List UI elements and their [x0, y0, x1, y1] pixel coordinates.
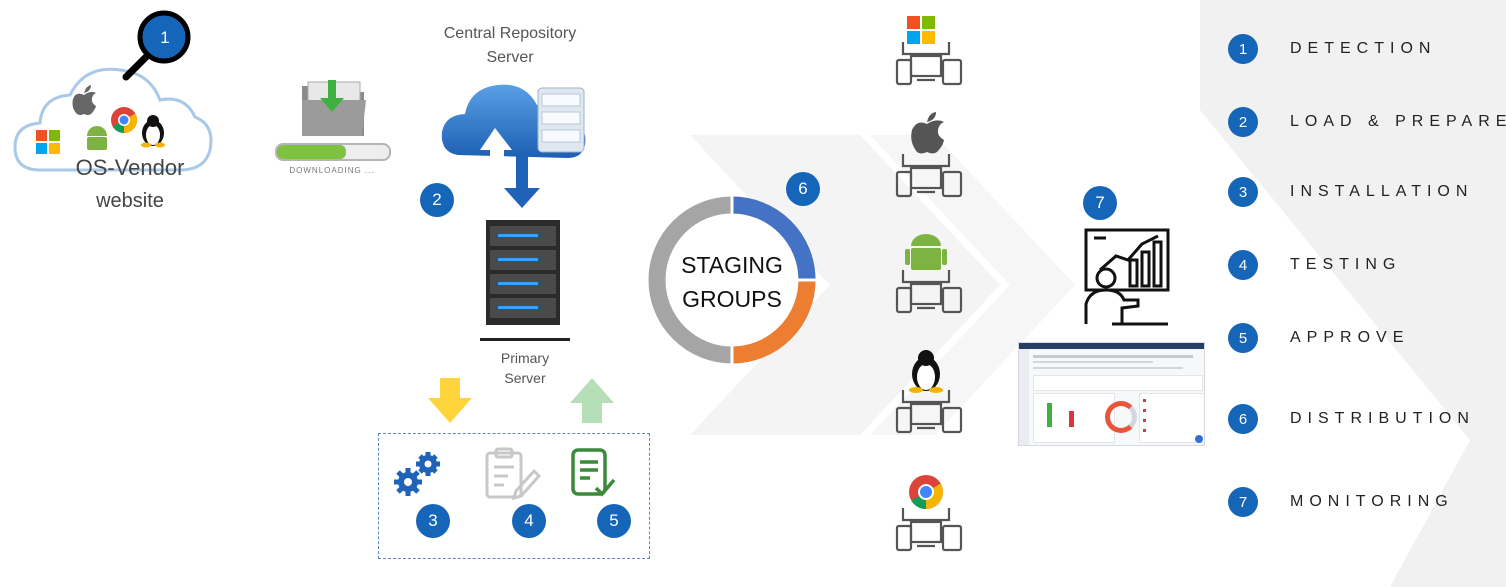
dashboard-screenshot	[1018, 342, 1205, 446]
linux-icon	[141, 115, 165, 148]
cloud-server-icon	[441, 84, 586, 208]
download-progress-bar	[275, 143, 391, 161]
legend-label: TESTING	[1290, 256, 1402, 273]
legend-item: 7 MONITORING	[1228, 484, 1454, 520]
folder-download-icon	[302, 80, 366, 136]
windows-icon	[36, 130, 60, 154]
android-icon	[87, 126, 107, 150]
legend-item: 1 DETECTION	[1228, 31, 1436, 67]
staging-groups-donut	[648, 196, 816, 364]
legend-item: 5 APPROVE	[1228, 320, 1409, 356]
legend-item: 6 DISTRIBUTION	[1228, 401, 1475, 437]
legend-badge: 1	[1228, 34, 1258, 64]
legend-badge: 2	[1228, 107, 1258, 137]
legend-label: DETECTION	[1290, 40, 1437, 57]
analyst-chart-icon	[1084, 228, 1170, 326]
step-7-badge: 7	[1083, 186, 1117, 220]
down-arrow-icon	[428, 378, 472, 423]
central-label-line1: Central Repository	[443, 25, 577, 42]
chrome-icon	[111, 107, 138, 134]
legend-item: 3 INSTALLATION	[1228, 174, 1473, 210]
apple-devices-icon	[895, 112, 963, 198]
download-progress-fill	[277, 145, 347, 159]
magnifier-icon	[122, 10, 191, 81]
up-arrow-icon	[570, 378, 614, 423]
central-label-line2: Server	[486, 49, 534, 66]
step-1-badge: 1	[160, 28, 170, 47]
windows-devices-icon	[895, 16, 963, 86]
os-vendor-label-line1: OS-Vendor	[75, 155, 185, 180]
step-2-badge: 2	[420, 183, 454, 217]
step-3-badge: 3	[416, 504, 450, 538]
clipboard-check-icon	[571, 448, 616, 497]
legend-badge: 6	[1228, 404, 1258, 434]
server-icon	[480, 220, 570, 341]
legend-label: MONITORING	[1290, 493, 1454, 510]
legend-item: 4 TESTING	[1228, 247, 1401, 283]
step-4-badge: 4	[512, 504, 546, 538]
step-6-badge: 6	[786, 172, 820, 206]
legend-label: APPROVE	[1290, 329, 1410, 346]
process-box	[378, 433, 650, 559]
legend-badge: 3	[1228, 177, 1258, 207]
linux-devices-icon	[895, 350, 963, 434]
primary-label-line1: Primary	[500, 350, 550, 366]
download-caption: DOWNLOADING ...	[289, 166, 375, 175]
legend-label: DISTRIBUTION	[1290, 410, 1475, 427]
legend-label: LOAD & PREPARE	[1290, 113, 1506, 130]
step-5-badge: 5	[597, 504, 631, 538]
gears-icon	[394, 452, 440, 496]
legend-badge: 4	[1228, 250, 1258, 280]
chrome-devices-icon	[895, 475, 963, 552]
legend-badge: 5	[1228, 323, 1258, 353]
legend-badge: 7	[1228, 487, 1258, 517]
primary-label-line2: Server	[504, 370, 546, 386]
staging-label-line2: GROUPS	[682, 286, 782, 312]
legend-item: 2 LOAD & PREPARE	[1228, 104, 1506, 140]
android-devices-icon	[895, 234, 963, 314]
legend-label: INSTALLATION	[1290, 183, 1474, 200]
staging-label-line1: STAGING	[681, 252, 783, 278]
os-vendor-label-line2: website	[96, 190, 164, 212]
apple-icon	[72, 85, 96, 115]
repo-server-icon	[537, 87, 585, 153]
clipboard-edit-icon	[485, 447, 542, 501]
